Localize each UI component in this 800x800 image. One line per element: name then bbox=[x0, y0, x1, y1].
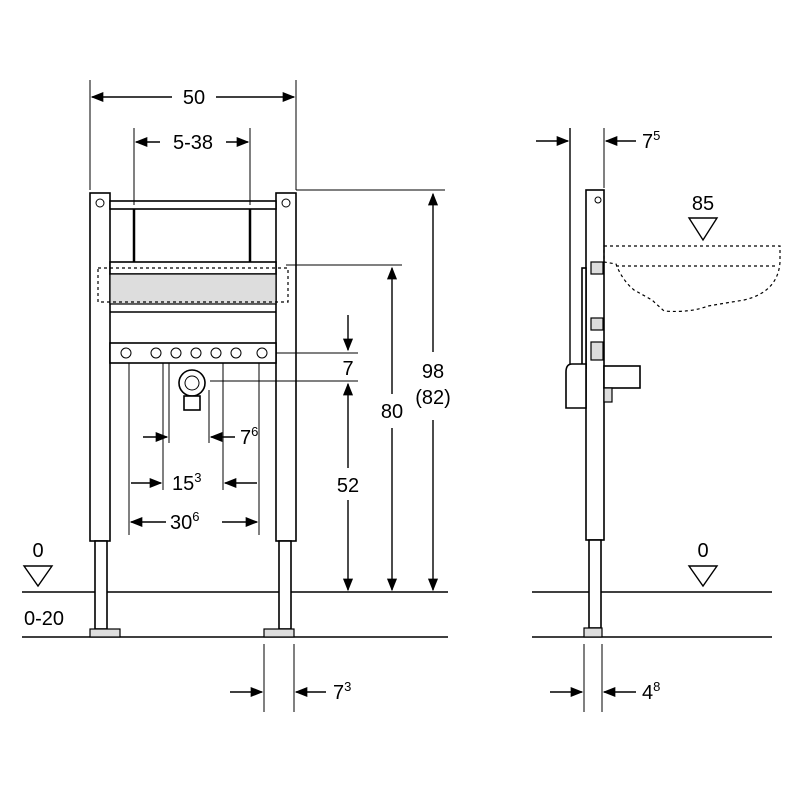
connection-point bbox=[120, 347, 132, 359]
dim-mid-height: 80 bbox=[381, 401, 403, 423]
floor-level-label: 0 bbox=[32, 540, 43, 562]
drain-pipe bbox=[183, 395, 201, 411]
connection-points bbox=[120, 347, 268, 359]
right-post-hole bbox=[281, 198, 291, 208]
side-leg bbox=[588, 539, 602, 629]
connection-point bbox=[170, 347, 182, 359]
basin-height-label: 85 bbox=[692, 193, 714, 215]
side-post-hole bbox=[594, 196, 602, 204]
cross-beam-shadow bbox=[109, 273, 277, 305]
basin-height-marker bbox=[687, 217, 719, 242]
side-post bbox=[585, 189, 605, 541]
dim-bracket-range: 5-38 bbox=[173, 132, 213, 154]
dim-connection-offset: 7 bbox=[342, 358, 353, 380]
floor-level-marker bbox=[22, 565, 54, 588]
connection-rail bbox=[109, 342, 277, 364]
floor-range-label: 0-20 bbox=[24, 608, 64, 630]
left-post bbox=[89, 192, 111, 542]
connection-point bbox=[150, 347, 162, 359]
dim-drain-height: 52 bbox=[337, 475, 359, 497]
left-leg bbox=[94, 540, 108, 630]
dim-wall-offset: 75 bbox=[642, 128, 660, 153]
left-foot bbox=[89, 628, 121, 638]
drain-inner bbox=[184, 375, 200, 391]
side-view: 75 85 0 48 bbox=[532, 128, 781, 712]
side-floor-level-label: 0 bbox=[697, 540, 708, 562]
cross-beam-bracket-dashed bbox=[97, 267, 289, 303]
dim-outer-spacing: 306 bbox=[170, 509, 199, 534]
basin-outline bbox=[603, 245, 781, 313]
front-view: 50 5-38 98 (82) 80 7 52 76 bbox=[22, 80, 451, 712]
left-post-hole bbox=[95, 198, 105, 208]
connection-point bbox=[256, 347, 268, 359]
dim-foot-depth: 48 bbox=[642, 679, 660, 704]
connection-point bbox=[190, 347, 202, 359]
dim-top-height-alt: (82) bbox=[415, 387, 451, 409]
right-post bbox=[275, 192, 297, 542]
side-drain-bracket bbox=[603, 365, 641, 389]
connection-point bbox=[210, 347, 222, 359]
side-floor-level-marker bbox=[687, 565, 719, 588]
dim-pipe-offset: 76 bbox=[240, 424, 258, 449]
dim-connection-spacing: 153 bbox=[172, 470, 201, 495]
drain-outer bbox=[178, 369, 206, 397]
side-foot bbox=[583, 627, 603, 638]
dim-frame-width: 50 bbox=[183, 87, 205, 109]
dim-top-height: 98 bbox=[422, 361, 444, 383]
right-leg bbox=[278, 540, 292, 630]
right-foot bbox=[263, 628, 295, 638]
dim-foot-width: 73 bbox=[333, 679, 351, 704]
connection-point bbox=[230, 347, 242, 359]
top-rail bbox=[109, 200, 277, 210]
side-drain-bend bbox=[565, 363, 587, 409]
